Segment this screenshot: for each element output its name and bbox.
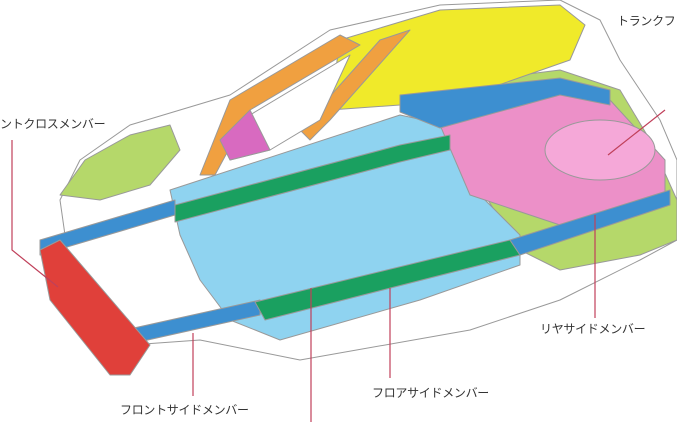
front-fender bbox=[59, 124, 181, 201]
roof-panel bbox=[329, 4, 586, 111]
label-trunk-floor: トランクフ bbox=[617, 14, 676, 28]
floor-side-member-upper bbox=[174, 134, 451, 223]
leader-line bbox=[11, 140, 59, 288]
label-front-side-member: フロントサイドメンバー bbox=[120, 403, 249, 417]
label-rear-side-member: リヤサイドメンバー bbox=[540, 322, 646, 336]
label-front-cross-member: ントクロスメンバー bbox=[0, 117, 106, 131]
label-floor-side-member: フロアサイドメンバー bbox=[372, 386, 490, 400]
rear-side-member-upper bbox=[399, 77, 611, 129]
inner-pillar bbox=[219, 109, 271, 161]
front-cross-member bbox=[39, 239, 151, 376]
leader-line bbox=[607, 109, 666, 156]
spare-tire-well bbox=[544, 119, 656, 181]
rear-side-member-lower bbox=[509, 189, 671, 256]
